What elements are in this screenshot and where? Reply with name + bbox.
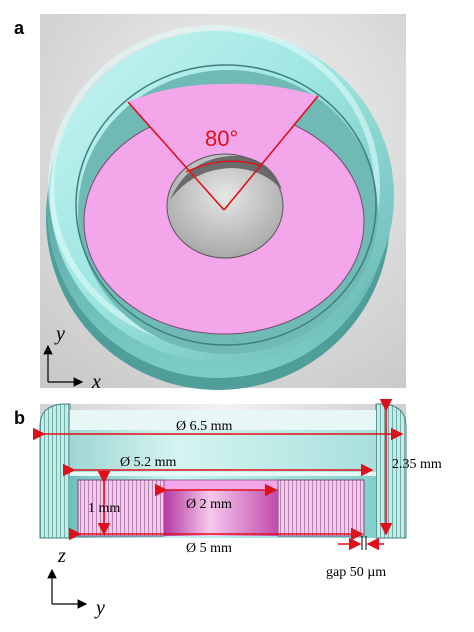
left-wall: [39, 403, 71, 539]
center-hole: [166, 153, 284, 259]
dim-inner-diameter: Ø 5.2 mm: [120, 455, 177, 470]
disk-left: [77, 479, 165, 537]
cavity-rim: [75, 64, 377, 346]
dim-height-total: 2.35 mm: [392, 457, 442, 472]
axis-b-z-label: z: [57, 545, 66, 567]
dim-outer-diameter: Ø 6.5 mm: [176, 419, 233, 434]
disk-back: [163, 479, 279, 491]
dim-disk-diameter: Ø 5 mm: [186, 541, 232, 556]
panel-a-render: 80°: [40, 14, 406, 390]
dim-height-disk: 1 mm: [88, 501, 120, 516]
disk-hole: [164, 488, 278, 536]
panel-a-axes: y x: [43, 323, 101, 393]
dim-gap: gap 50 µm: [326, 565, 386, 580]
cavity-back-wall-strip: [70, 430, 376, 472]
panel-b-label: b: [14, 408, 25, 428]
dim-hole-diameter: Ø 2 mm: [186, 497, 232, 512]
panel-b-dimensions: Ø 6.5 mm Ø 5.2 mm Ø 2 mm Ø 5 mm 2.35 mm …: [32, 398, 442, 580]
angle-line-right: [223, 95, 319, 211]
angle-arc: [185, 160, 263, 173]
disk-right: [277, 479, 365, 537]
axis-a-y-label: y: [54, 323, 65, 345]
panel-a-label: a: [14, 18, 25, 38]
panel-b-axes: z y: [47, 545, 105, 619]
axis-a-x-label: x: [91, 371, 101, 393]
axis-b-y-label: y: [94, 597, 105, 619]
disk-wedge-cut: [128, 83, 318, 210]
angle-line-left: [127, 101, 225, 211]
angle-label: 80°: [205, 126, 238, 151]
